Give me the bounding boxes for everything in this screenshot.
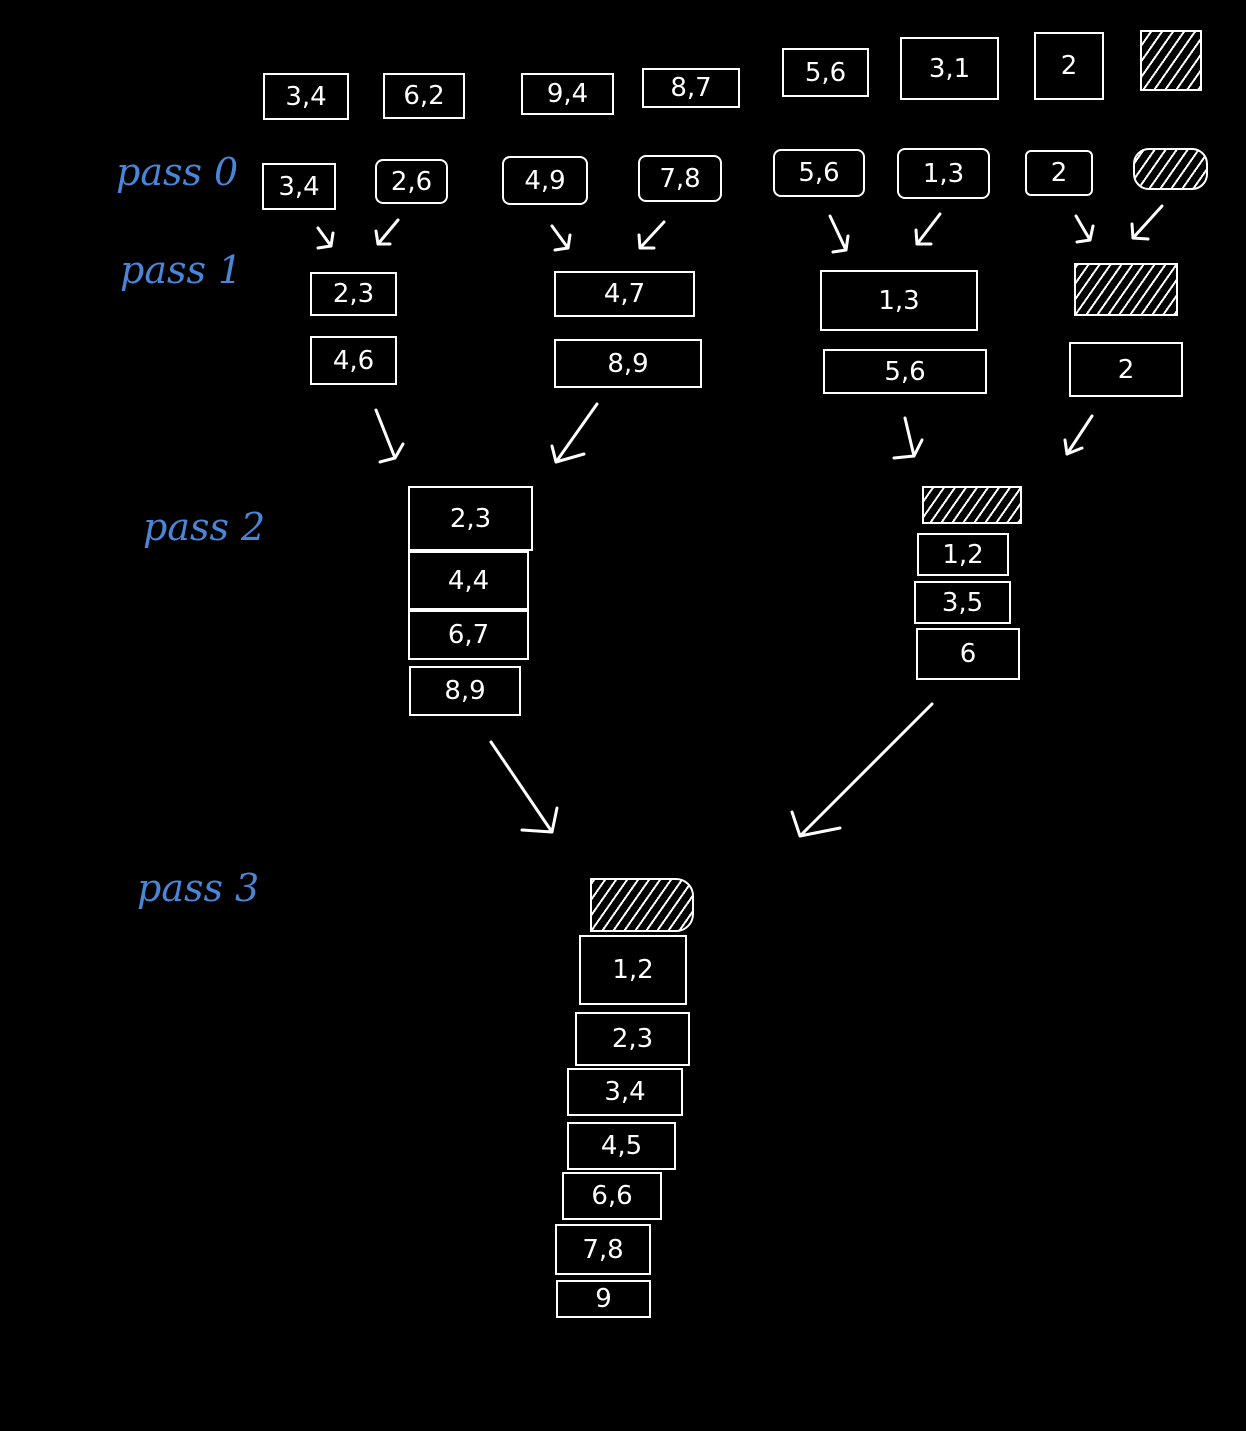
input-page: 3,1 <box>900 37 999 100</box>
pass0-run: 2 <box>1025 150 1093 196</box>
input-page: 2 <box>1034 32 1104 100</box>
pass0-run: 5,6 <box>773 149 865 197</box>
merge-arrow <box>316 226 335 250</box>
pass0-run: 7,8 <box>638 155 722 202</box>
merge-arrow <box>374 218 400 246</box>
empty-pass1-page <box>1074 263 1178 316</box>
empty-input-page <box>1140 30 1202 91</box>
pass2-page: 8,9 <box>409 666 521 716</box>
merge-arrow <box>1074 214 1095 244</box>
merge-arrow <box>550 224 572 252</box>
pass2-page: 2,3 <box>408 486 533 551</box>
pass3-page: 9 <box>556 1280 651 1318</box>
pass2-page: 6,7 <box>408 610 529 660</box>
pass1-page: 2 <box>1069 342 1183 397</box>
pass0-run: 3,4 <box>262 163 336 210</box>
pass3-page: 3,4 <box>567 1068 683 1116</box>
empty-pass2-page <box>922 486 1022 524</box>
pass0-run: 1,3 <box>897 148 990 199</box>
input-page: 6,2 <box>383 73 465 119</box>
merge-arrow <box>489 740 559 834</box>
merge-arrow <box>1130 204 1164 241</box>
pass1-page: 4,7 <box>554 271 695 317</box>
empty-pass3-page <box>590 878 694 932</box>
pass3-page: 4,5 <box>567 1122 676 1170</box>
merge-arrow <box>892 416 924 460</box>
pass1-page: 8,9 <box>554 339 702 388</box>
empty-pass0-run <box>1133 148 1208 190</box>
merge-arrow <box>790 702 934 838</box>
merge-arrow <box>550 402 599 464</box>
pass3-page: 6,6 <box>562 1172 662 1220</box>
merge-arrow <box>1063 414 1094 456</box>
merge-arrow <box>914 212 942 246</box>
pass0-run: 4,9 <box>502 156 588 205</box>
pass-2-label: pass 2 <box>143 505 266 549</box>
pass-0-label: pass 0 <box>116 150 239 194</box>
pass-3-label: pass 3 <box>137 866 260 910</box>
input-page: 8,7 <box>642 68 740 108</box>
merge-arrow <box>637 220 666 250</box>
pass3-page: 7,8 <box>555 1224 651 1275</box>
merge-arrow <box>374 408 405 464</box>
input-page: 9,4 <box>521 73 614 115</box>
pass1-page: 5,6 <box>823 349 987 394</box>
pass2-page: 6 <box>916 628 1020 680</box>
pass0-run: 2,6 <box>375 159 448 204</box>
pass1-page: 1,3 <box>820 270 978 331</box>
pass2-page: 4,4 <box>408 551 529 610</box>
input-page: 3,4 <box>263 73 349 120</box>
pass2-page: 1,2 <box>917 533 1009 576</box>
pass1-page: 4,6 <box>310 336 397 385</box>
merge-arrow <box>828 214 850 254</box>
pass3-page: 1,2 <box>579 935 687 1005</box>
pass3-page: 2,3 <box>575 1012 690 1066</box>
pass1-page: 2,3 <box>310 272 397 316</box>
input-page: 5,6 <box>782 48 869 97</box>
pass2-page: 3,5 <box>914 581 1011 624</box>
pass-1-label: pass 1 <box>120 248 243 292</box>
